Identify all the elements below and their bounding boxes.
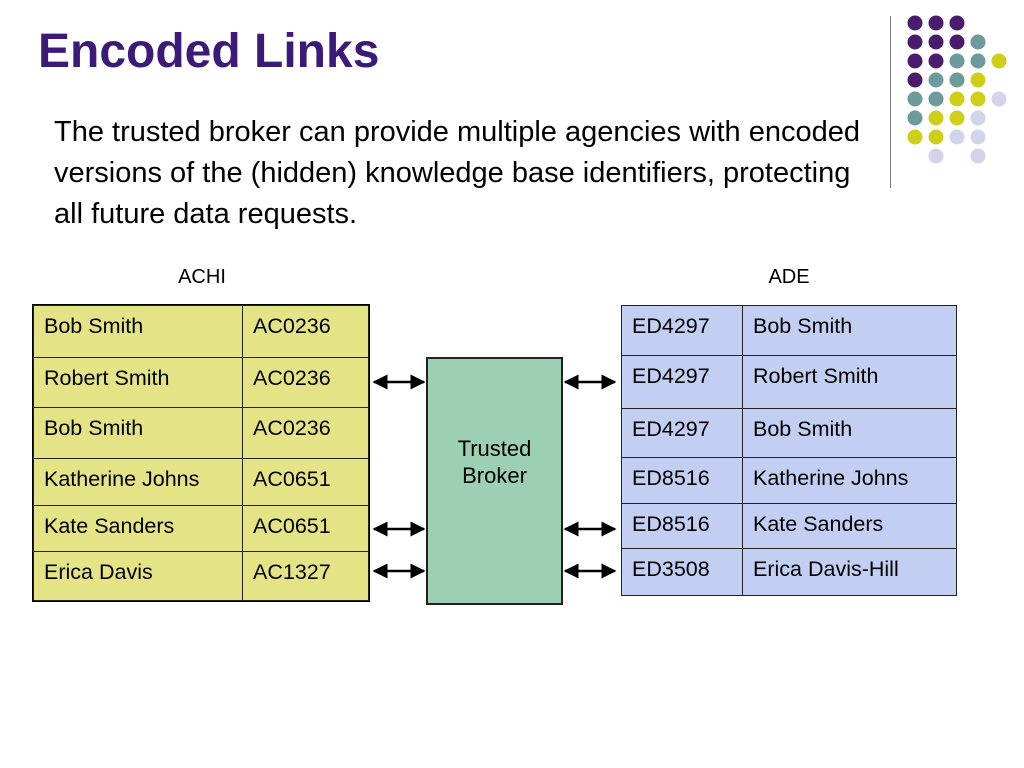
decorative-dot bbox=[991, 91, 1007, 107]
slide-body-text: The trusted broker can provide multiple … bbox=[54, 116, 861, 230]
table-row: ED8516 Kate Sanders bbox=[621, 503, 957, 549]
ade-label: ADE bbox=[768, 266, 810, 288]
achi-id-cell: AC0236 bbox=[242, 357, 369, 408]
achi-id-cell: AC0651 bbox=[242, 505, 369, 552]
achi-name-cell: Kate Sanders bbox=[33, 505, 243, 552]
decorative-dot bbox=[928, 53, 944, 69]
decorative-dot bbox=[949, 15, 965, 31]
decorative-dot bbox=[907, 91, 923, 107]
broker-label-line1: Trusted bbox=[457, 436, 532, 461]
decorative-dot bbox=[907, 15, 923, 31]
decorative-dot bbox=[949, 91, 965, 107]
table-row: Kate Sanders AC0651 bbox=[33, 505, 369, 552]
decorative-dot bbox=[991, 53, 1007, 69]
trusted-broker-box: Trusted Broker bbox=[426, 357, 563, 605]
decorative-dot bbox=[970, 53, 986, 69]
achi-id-cell: AC0651 bbox=[242, 458, 369, 506]
achi-id-cell: AC0236 bbox=[242, 407, 369, 459]
decorative-dot bbox=[928, 148, 944, 164]
table-row: ED3508 Erica Davis-Hill bbox=[621, 548, 957, 596]
decorative-dot bbox=[907, 110, 923, 126]
ade-id-cell: ED4297 bbox=[621, 355, 743, 409]
decorative-dot bbox=[928, 72, 944, 88]
ade-id-cell: ED4297 bbox=[621, 305, 743, 356]
decorative-dot bbox=[970, 129, 986, 145]
table-row: Bob Smith AC0236 bbox=[33, 305, 369, 358]
decorative-dot bbox=[907, 53, 923, 69]
decorative-dot bbox=[970, 110, 986, 126]
achi-name-cell: Robert Smith bbox=[33, 357, 243, 408]
table-row: ED8516 Katherine Johns bbox=[621, 457, 957, 504]
table-row: Erica Davis AC1327 bbox=[33, 551, 369, 601]
ade-id-cell: ED3508 bbox=[621, 548, 743, 596]
ade-id-cell: ED4297 bbox=[621, 408, 743, 458]
decorative-dot bbox=[928, 110, 944, 126]
ade-name-cell: Robert Smith bbox=[742, 355, 957, 409]
decorative-dot bbox=[970, 148, 986, 164]
ade-name-cell: Katherine Johns bbox=[742, 457, 957, 504]
achi-id-cell: AC0236 bbox=[242, 305, 369, 358]
decorative-dot bbox=[928, 129, 944, 145]
achi-label: ACHI bbox=[178, 266, 226, 288]
table-row: ED4297 Bob Smith bbox=[621, 305, 957, 356]
decorative-dot bbox=[970, 91, 986, 107]
table-row: ED4297 Robert Smith bbox=[621, 355, 957, 409]
table-row: Katherine Johns AC0651 bbox=[33, 458, 369, 506]
table-row: ED4297 Bob Smith bbox=[621, 408, 957, 458]
decorative-dot bbox=[907, 129, 923, 145]
achi-name-cell: Bob Smith bbox=[33, 305, 243, 358]
ade-table: ED4297 Bob Smith ED4297 Robert Smith ED4… bbox=[621, 305, 957, 596]
ade-name-cell: Erica Davis-Hill bbox=[742, 548, 957, 596]
decorative-dot bbox=[928, 34, 944, 50]
achi-name-cell: Katherine Johns bbox=[33, 458, 243, 506]
decorative-dot bbox=[907, 34, 923, 50]
achi-table: Bob Smith AC0236 Robert Smith AC0236 Bob… bbox=[32, 304, 370, 602]
decorative-dot bbox=[949, 129, 965, 145]
decorative-dot bbox=[949, 34, 965, 50]
achi-name-cell: Erica Davis bbox=[33, 551, 243, 601]
decorative-dot bbox=[949, 110, 965, 126]
broker-label-line2: Broker bbox=[462, 463, 527, 488]
decorative-dot bbox=[949, 72, 965, 88]
decorative-dot bbox=[907, 72, 923, 88]
achi-name-cell: Bob Smith bbox=[33, 407, 243, 459]
ade-name-cell: Bob Smith bbox=[742, 408, 957, 458]
table-row: Robert Smith AC0236 bbox=[33, 357, 369, 408]
slide-title: Encoded Links bbox=[38, 25, 380, 78]
table-row: Bob Smith AC0236 bbox=[33, 407, 369, 459]
decorative-dot bbox=[928, 91, 944, 107]
ade-id-cell: ED8516 bbox=[621, 503, 743, 549]
ade-name-cell: Bob Smith bbox=[742, 305, 957, 356]
ade-id-cell: ED8516 bbox=[621, 457, 743, 504]
decorative-divider bbox=[890, 16, 891, 188]
decorative-dot bbox=[928, 15, 944, 31]
achi-id-cell: AC1327 bbox=[242, 551, 369, 601]
ade-name-cell: Kate Sanders bbox=[742, 503, 957, 549]
decorative-dot bbox=[970, 34, 986, 50]
decorative-dot bbox=[970, 72, 986, 88]
decorative-dot bbox=[949, 53, 965, 69]
